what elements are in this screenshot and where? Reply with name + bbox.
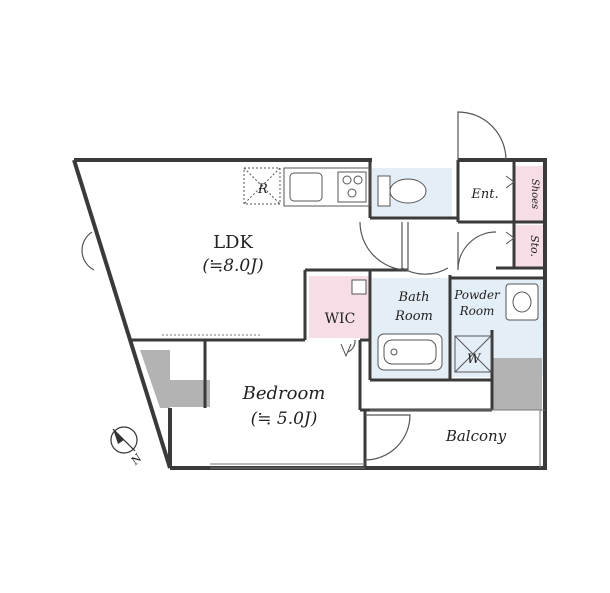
window-lines: [162, 334, 545, 469]
ldk-label: LDK: [213, 232, 253, 253]
north-label: N: [128, 451, 145, 468]
shoes-area: [515, 166, 543, 223]
shaft-left: [140, 350, 170, 408]
bath-label-1: Bath: [398, 290, 430, 305]
bedroom-label: Bedroom: [242, 383, 326, 404]
entrance-label: Ent.: [470, 187, 498, 202]
bath-label-2: Room: [394, 309, 433, 324]
storage-area: [515, 225, 543, 267]
wic-niche: [351, 279, 367, 295]
shoes-label: Shoes: [529, 179, 540, 209]
wic-label: WIC: [325, 311, 356, 327]
bedroom-size: (≒ 5.0J): [251, 409, 318, 429]
shelf-marks: [505, 175, 515, 245]
powder-label-1: Powder: [453, 288, 501, 302]
door-swings: [81, 111, 507, 461]
powder-label-2: Room: [459, 304, 495, 318]
shaft-right: [492, 358, 542, 410]
refrigerator-label: R: [257, 182, 268, 197]
sink-icon: [505, 283, 539, 321]
north-arrow-icon: [110, 426, 138, 454]
outer-walls: [72, 158, 547, 470]
refrigerator-icon: [243, 167, 281, 205]
toilet-icon: [377, 175, 427, 207]
washer-label: W: [467, 352, 482, 367]
bathtub-icon: [377, 333, 443, 371]
storage-label: Sto.: [528, 235, 541, 257]
small-marker: [340, 343, 352, 358]
balcony-label: Balcony: [445, 427, 507, 445]
ldk-size: (≒8.0J): [202, 256, 263, 276]
washer-pan-icon: [454, 335, 492, 373]
shaft-lower-left: [170, 380, 210, 407]
kitchen: [243, 167, 371, 207]
